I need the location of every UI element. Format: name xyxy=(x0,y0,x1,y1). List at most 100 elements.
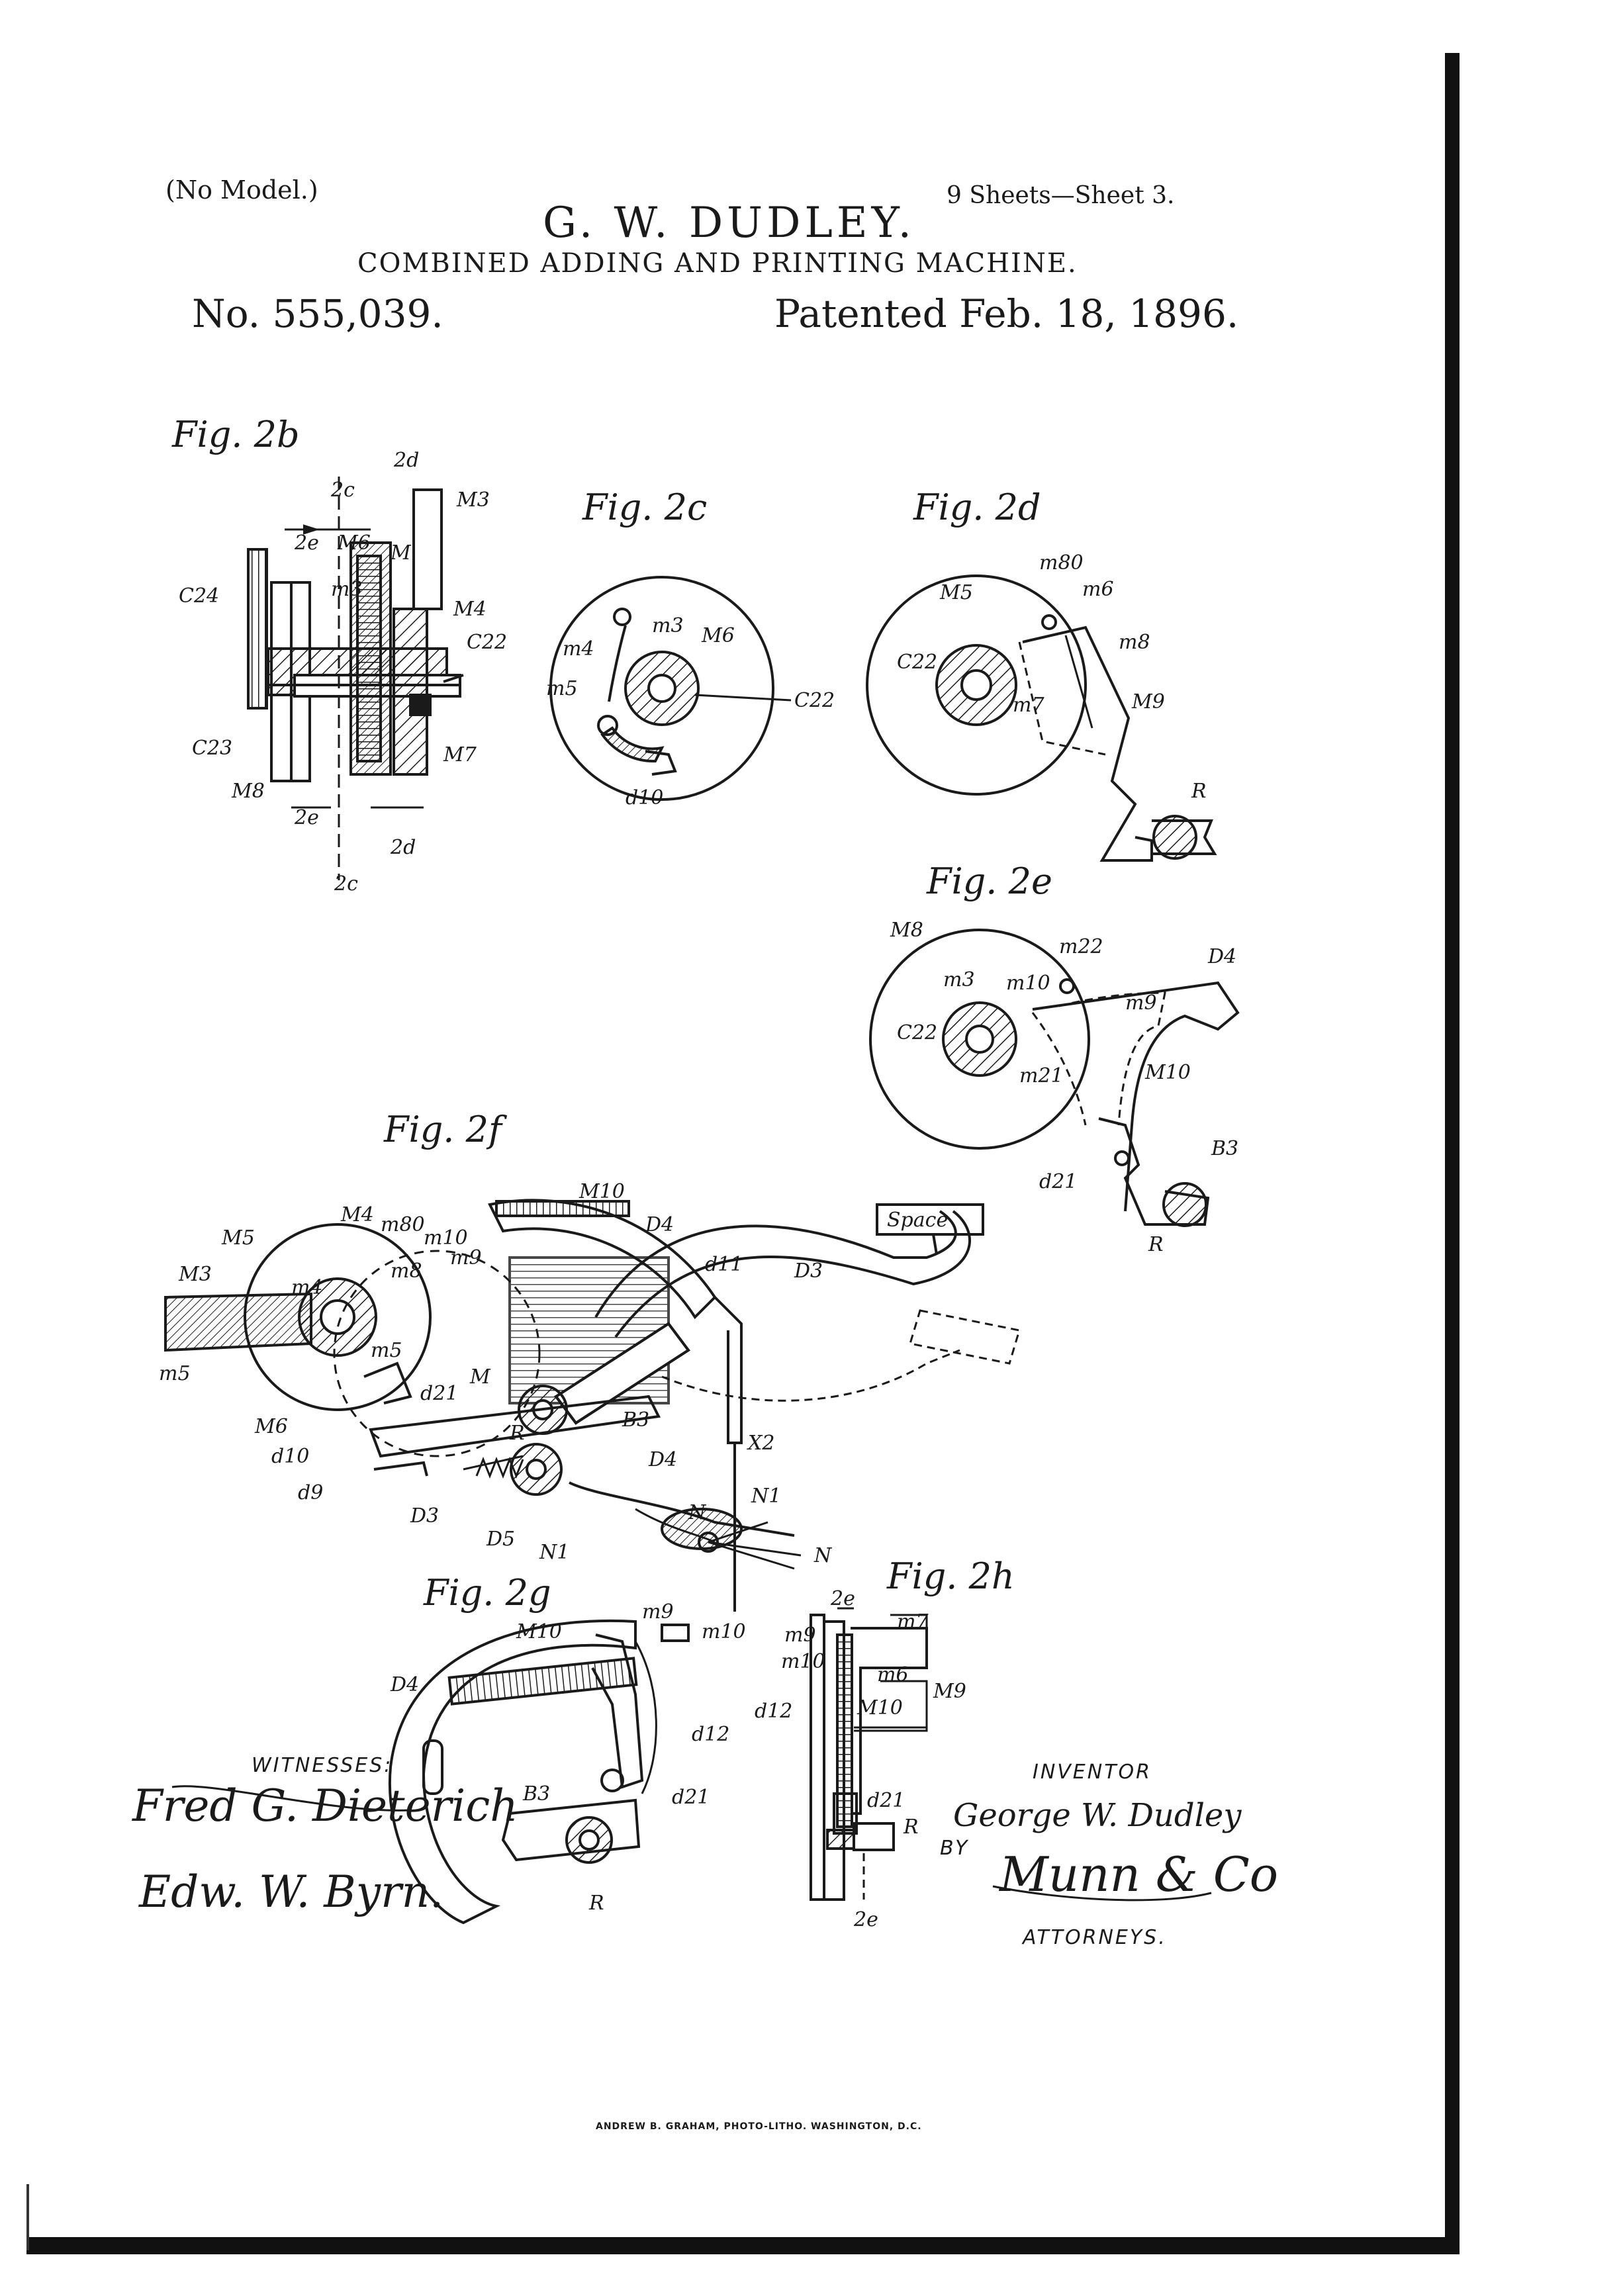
fig-2h-label-m7: m7 xyxy=(897,1610,929,1633)
fig-2d-label-m6: m6 xyxy=(1082,578,1114,601)
fig-2f-label-M6: M6 xyxy=(254,1415,288,1438)
sheet-border-right xyxy=(1445,53,1460,2250)
fig-2c-label-M6: M6 xyxy=(701,624,735,647)
fig-2h-label-2e-top: 2e xyxy=(830,1587,855,1610)
fig-2b-label-2e-bottom: 2e xyxy=(294,806,319,829)
fig-2g-title: Fig. 2g xyxy=(424,1572,551,1614)
fig-2e-label-B3: B3 xyxy=(1211,1137,1238,1160)
fig-2c-label-C22: C22 xyxy=(794,689,835,712)
fig-2f-label-M3: M3 xyxy=(178,1263,212,1286)
fig-2e-label-m9: m9 xyxy=(1125,991,1157,1015)
fig-2d-label-M5: M5 xyxy=(939,581,973,604)
fig-2b-title: Fig. 2b xyxy=(172,414,300,455)
fig-2f-label-R: R xyxy=(509,1422,525,1445)
fig-2e-label-m3: m3 xyxy=(943,968,975,991)
fig-2f-label-X2: X2 xyxy=(747,1432,774,1455)
fig-2e-label-m22: m22 xyxy=(1059,935,1103,958)
fig-2e-label-R: R xyxy=(1148,1233,1164,1256)
fig-2h-label-M10: M10 xyxy=(857,1696,903,1720)
fig-2d-label-m8: m8 xyxy=(1119,631,1150,654)
inventor-signature: George W. Dudley xyxy=(953,1797,1242,1834)
fig-2f-label-m5-outer: m5 xyxy=(159,1362,191,1385)
fig-2f-label-m10: m10 xyxy=(424,1226,468,1250)
fig-2f-label-D3-top: D3 xyxy=(794,1260,823,1283)
fig-2c-label-d10: d10 xyxy=(626,786,663,809)
fig-2f-label-M: M xyxy=(469,1365,491,1389)
witnesses-heading: WITNESSES: xyxy=(252,1754,393,1777)
fig-2f-label-d21: d21 xyxy=(420,1382,458,1405)
fig-2f-label-m80: m80 xyxy=(381,1213,425,1236)
fig-2b-label-C23: C23 xyxy=(192,737,232,760)
fig-2g-label-m10: m10 xyxy=(702,1620,746,1643)
fig-2d-label-M9: M9 xyxy=(1131,690,1165,713)
patent-number: No. 555,039. xyxy=(192,291,443,336)
fig-2h-label-d12: d12 xyxy=(755,1700,792,1723)
fig-2c-label-m3: m3 xyxy=(652,614,684,637)
fig-2g-label-B3: B3 xyxy=(522,1782,550,1806)
fig-2f-label-D5: D5 xyxy=(486,1528,515,1551)
fig-2g-label-R: R xyxy=(588,1892,604,1915)
fig-2f-label-D4-top: D4 xyxy=(645,1213,674,1236)
fig-2d-drawing: m80 M5 m6 m8 C22 m7 M9 R xyxy=(866,551,1217,862)
fig-2d-label-C22: C22 xyxy=(897,651,937,674)
fig-2h-label-M9: M9 xyxy=(933,1680,966,1703)
fig-2f-drawing: Space M5 M4 m80 M10 D4 m10 m9 m8 d11 D3 … xyxy=(159,1180,1021,1612)
patent-title: COMBINED ADDING AND PRINTING MACHINE. xyxy=(357,248,1078,279)
fig-2e-label-C22: C22 xyxy=(897,1021,937,1044)
fig-2b-label-2c-bottom: 2c xyxy=(334,872,358,895)
attorneys-heading: ATTORNEYS. xyxy=(1023,1926,1167,1949)
fig-2f-label-M4: M4 xyxy=(340,1203,374,1226)
fig-2f-label-m4: m4 xyxy=(291,1276,323,1299)
fig-2f-label-m9: m9 xyxy=(450,1246,482,1269)
fig-2b-label-M6: M6 xyxy=(337,531,371,555)
patent-date: Patented Feb. 18, 1896. xyxy=(774,291,1239,336)
fig-2g-label-d12: d12 xyxy=(692,1723,729,1746)
fig-2b-label-m3: m3 xyxy=(331,578,363,601)
fig-2f-label-M5: M5 xyxy=(221,1226,255,1250)
witness-1-signature: Fred G. Dieterich xyxy=(132,1780,518,1831)
attorney-signature: Munn & Co xyxy=(999,1847,1279,1902)
fig-2g-label-d21: d21 xyxy=(672,1786,710,1809)
fig-2b-label-2c: 2c xyxy=(330,479,355,502)
fig-2f-label-N-right: N xyxy=(813,1544,833,1567)
fig-2d-label-m80: m80 xyxy=(1039,551,1084,574)
fig-2h-label-R: R xyxy=(903,1815,919,1839)
fig-2f-label-M10: M10 xyxy=(579,1180,625,1203)
fig-2b-label-2d-top: 2d xyxy=(393,449,419,472)
fig-2e-drawing: M8 m22 D4 m3 m10 m9 C22 m21 M10 B3 d21 R xyxy=(869,919,1240,1256)
sheet-border-left-edge xyxy=(26,2184,29,2250)
fig-2c-label-m4: m4 xyxy=(563,637,594,661)
fig-2b-label-M4: M4 xyxy=(453,598,487,621)
attorney-signature-flourish xyxy=(992,1885,1212,1902)
fig-2e-label-M10: M10 xyxy=(1144,1061,1191,1084)
by-label: BY xyxy=(940,1837,970,1860)
fig-2f-label-D3-bottom: D3 xyxy=(410,1504,439,1528)
fig-2g-drawing: m9 M10 m10 D4 d12 B3 d21 R xyxy=(388,1600,746,1925)
inventor-heading: INVENTOR xyxy=(1033,1761,1152,1784)
fig-2b-label-M3: M3 xyxy=(456,488,490,512)
fig-2h-label-d21: d21 xyxy=(867,1789,905,1812)
space-key-label: Space xyxy=(887,1209,948,1232)
fig-2g-label-D4: D4 xyxy=(390,1673,419,1696)
fig-2g-label-M10: M10 xyxy=(516,1620,562,1643)
fig-2f-label-m5-inner: m5 xyxy=(371,1339,402,1362)
fig-2h-label-m9: m9 xyxy=(784,1624,816,1647)
fig-2g-label-m9: m9 xyxy=(642,1600,674,1624)
fig-2f-label-N1-left: N1 xyxy=(539,1541,569,1564)
fig-2e-title: Fig. 2e xyxy=(927,860,1052,902)
witness-signature-underline xyxy=(171,1785,411,1812)
fig-2b-label-2d-bottom: 2d xyxy=(390,836,416,859)
fig-2h-label-m6: m6 xyxy=(877,1663,909,1686)
witness-2-signature: Edw. W. Byrn. xyxy=(139,1866,444,1917)
fig-2f-label-d11: d11 xyxy=(705,1253,743,1276)
fig-2e-label-m21: m21 xyxy=(1019,1064,1064,1087)
fig-2d-label-m7: m7 xyxy=(1013,694,1044,717)
fig-2c-title: Fig. 2c xyxy=(582,486,708,528)
fig-2h-title: Fig. 2h xyxy=(887,1555,1015,1597)
fig-2f-label-B3: B3 xyxy=(622,1408,649,1432)
fig-2h-label-m10: m10 xyxy=(781,1650,825,1673)
fig-2f-label-m8: m8 xyxy=(391,1260,422,1283)
fig-2f-label-N-mid: N xyxy=(688,1501,707,1524)
